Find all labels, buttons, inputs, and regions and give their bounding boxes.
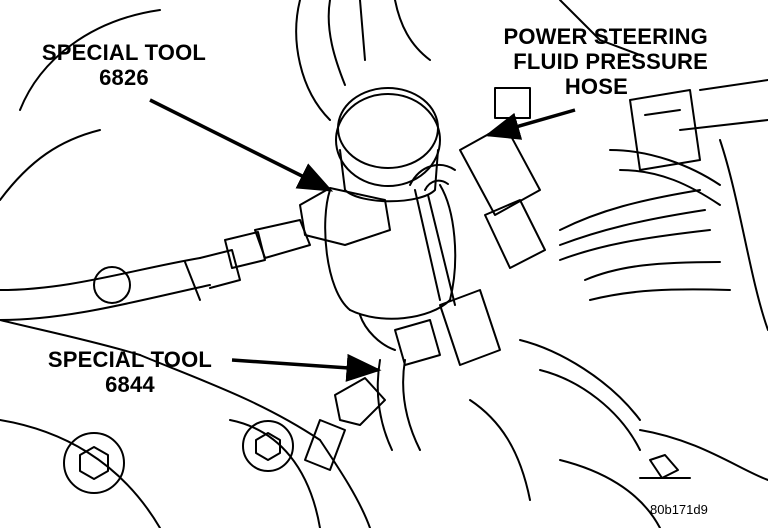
callout-power-steering-hose: POWER STEERING FLUID PRESSURE HOSE bbox=[440, 24, 708, 99]
callout-6826-line2: 6826 bbox=[99, 65, 149, 90]
bracket-upper-right bbox=[629, 89, 701, 171]
pressure-hose bbox=[394, 87, 546, 366]
arrow-pressure-hose bbox=[484, 108, 576, 140]
tool-6844-fitting bbox=[304, 359, 421, 471]
bolt-top-left bbox=[93, 266, 131, 304]
reservoir-cap bbox=[335, 87, 441, 203]
gauge-hose bbox=[0, 249, 241, 321]
tool-6826-fitting bbox=[224, 187, 391, 269]
callout-6844-line2: 6844 bbox=[105, 372, 155, 397]
callout-special-tool-6826: SPECIAL TOOL 6826 bbox=[24, 40, 224, 90]
arrow-special-tool-6826 bbox=[149, 98, 334, 192]
figure-code: 80b171d9 bbox=[650, 502, 708, 517]
callout-6826-line1: SPECIAL TOOL bbox=[41, 40, 207, 65]
wiring-harness bbox=[469, 149, 731, 501]
bolt-center bbox=[242, 420, 294, 472]
callout-hose-line2: FLUID PRESSURE bbox=[513, 49, 708, 74]
power-steering-pump bbox=[324, 184, 457, 351]
callout-hose-line3: HOSE bbox=[564, 74, 628, 99]
callout-hose-line1: POWER STEERING bbox=[503, 24, 708, 49]
arrow-special-tool-6844 bbox=[231, 353, 382, 382]
callout-6844-line1: SPECIAL TOOL bbox=[47, 347, 213, 372]
connector-bottom-right bbox=[639, 454, 691, 479]
bolt-left bbox=[63, 432, 125, 494]
callout-special-tool-6844: SPECIAL TOOL 6844 bbox=[30, 347, 230, 397]
